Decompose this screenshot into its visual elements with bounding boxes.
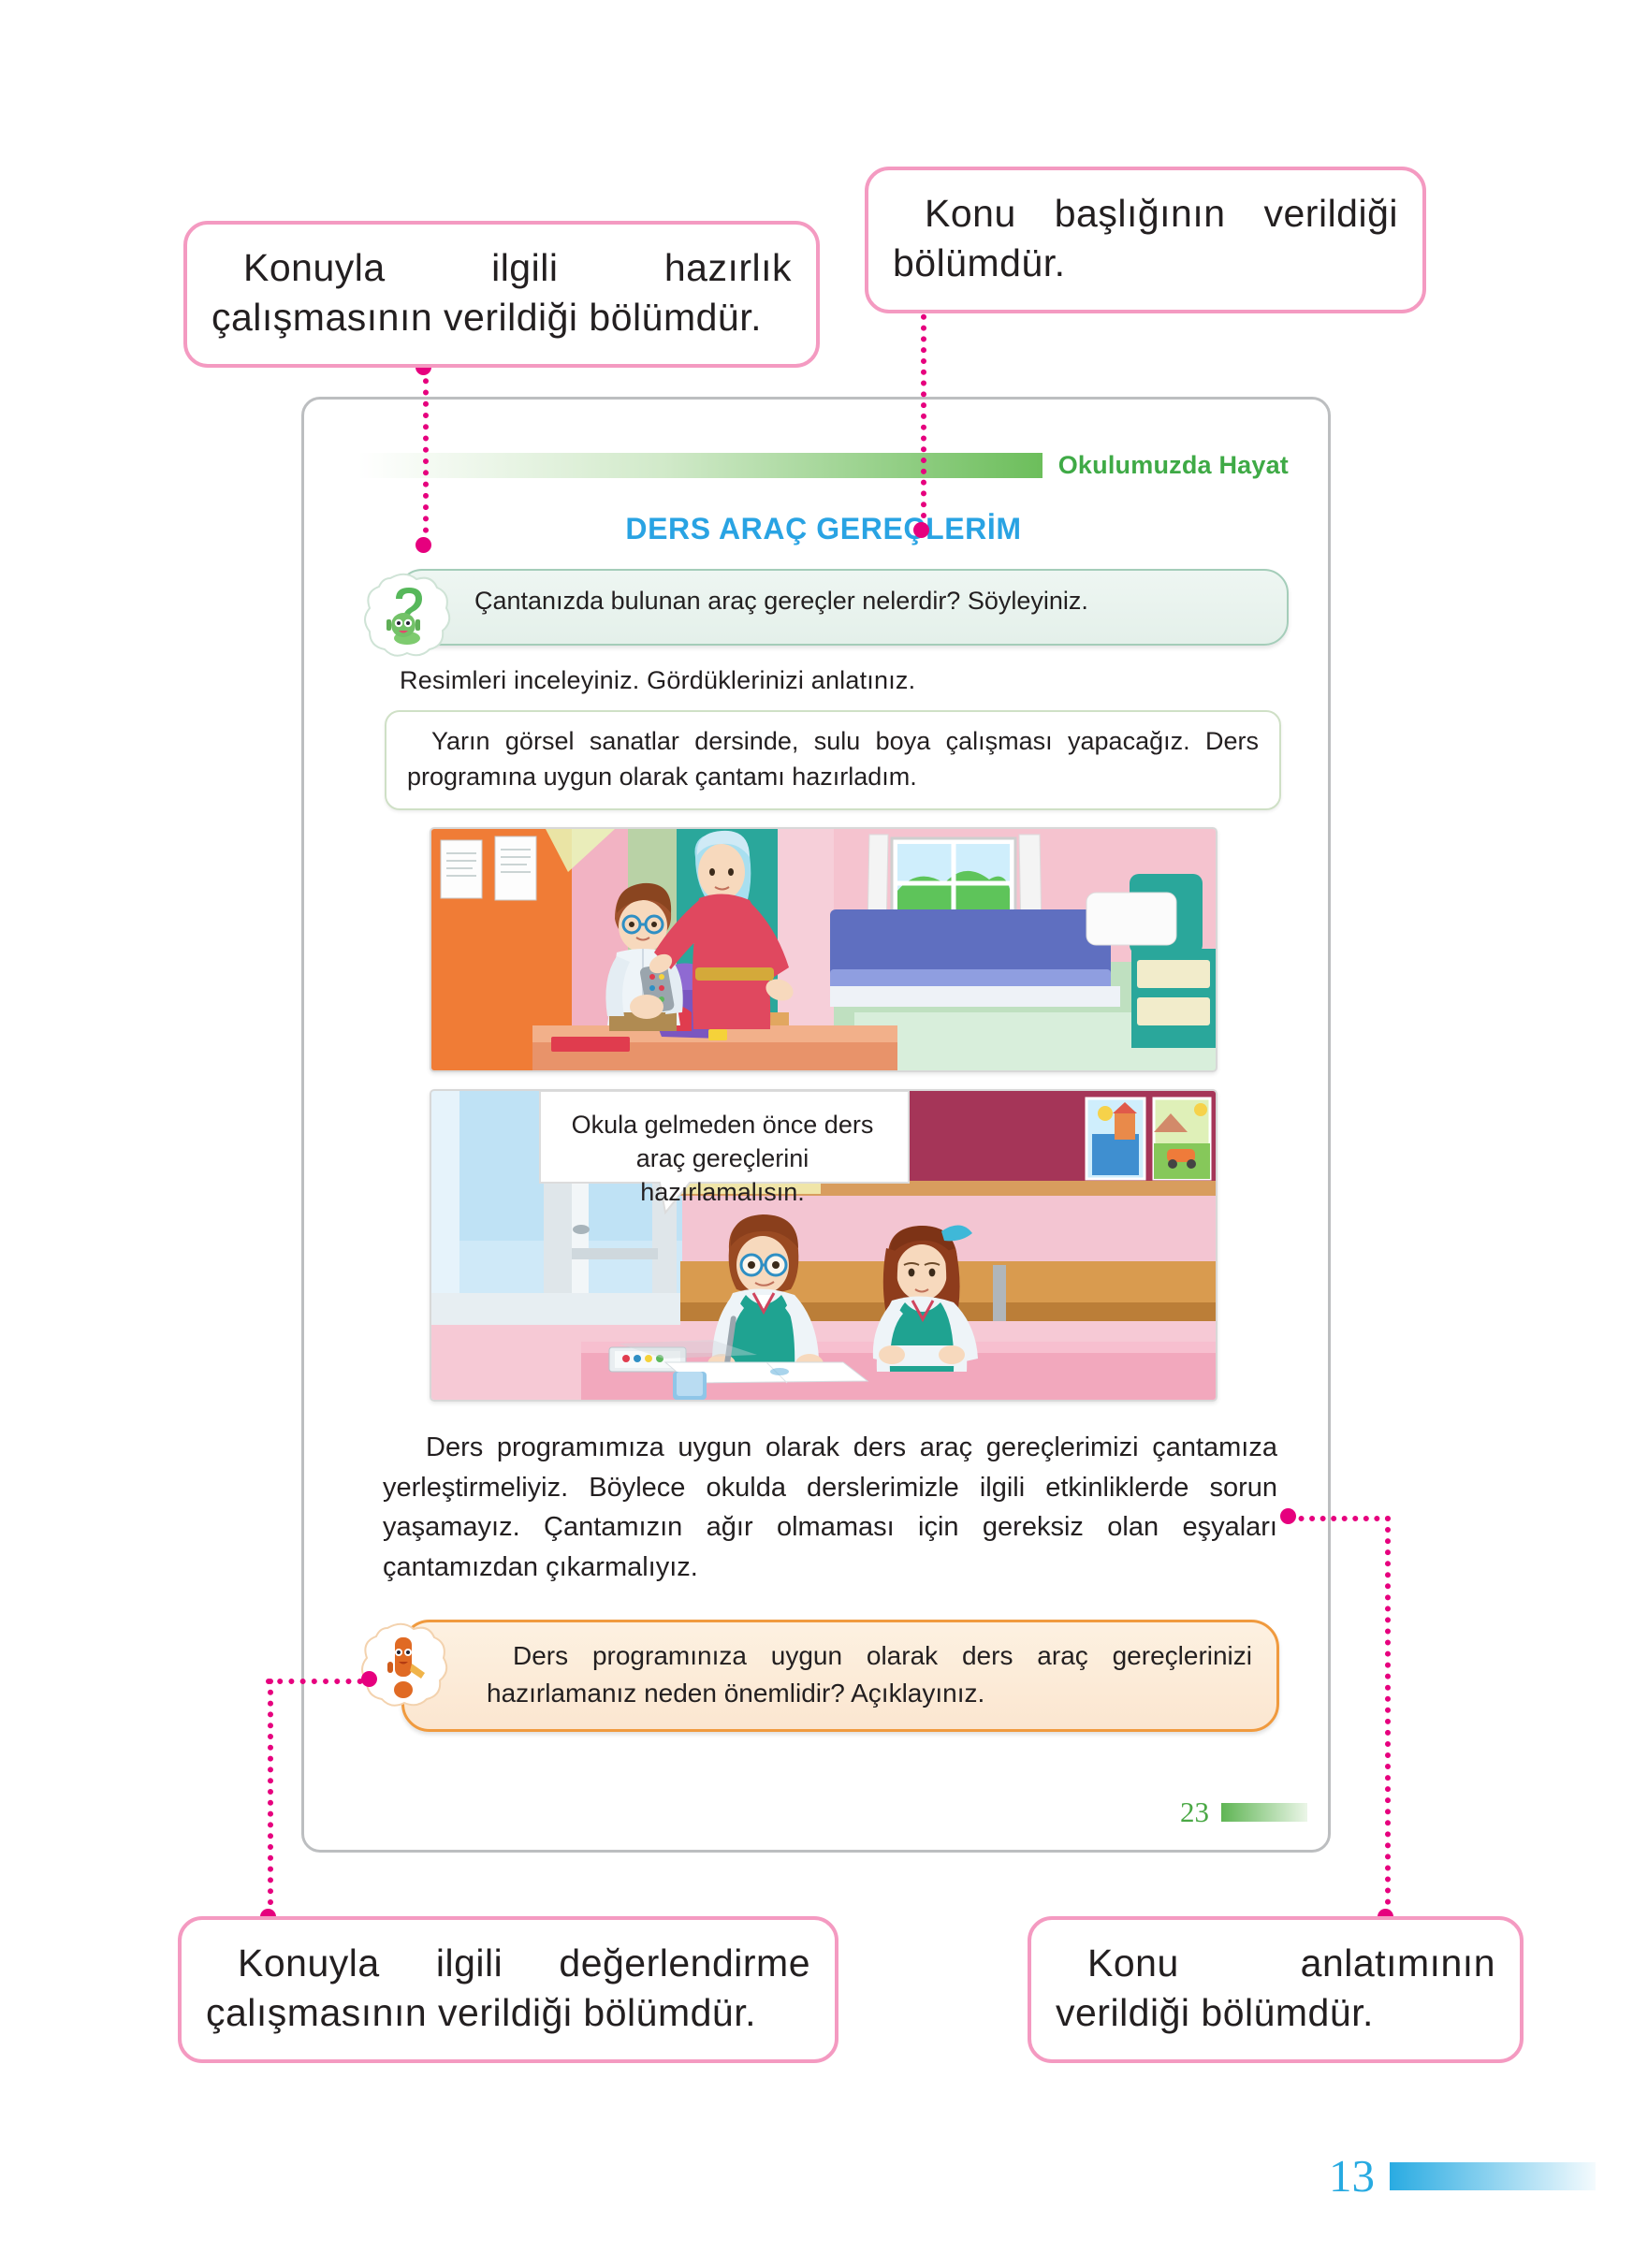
orange-exclamation-mark-mascot-icon	[361, 1622, 448, 1707]
dialog-box-text: Yarın görsel sanatlar dersinde, sulu boy…	[407, 727, 1259, 791]
annotation-top-right-text: Konu başlığının verildiği bölümdür.	[893, 192, 1398, 285]
leader-line-top-right	[921, 303, 926, 530]
illustration-bedroom	[430, 826, 1217, 1072]
leader-dot-bottom-left-end	[361, 1671, 377, 1687]
leader-line-bottom-left-h	[266, 1679, 374, 1684]
leader-line-bottom-right-v	[1385, 1516, 1391, 1916]
annotation-bottom-left: Konuyla ilgili değerlendirme çalışmasını…	[178, 1916, 838, 2063]
page-content: Okulumuzda Hayat DERS ARAÇ GEREÇLERİM Ç	[358, 444, 1289, 1732]
page-folio-bar	[1221, 1803, 1307, 1822]
lesson-title: DERS ARAÇ GEREÇLERİM	[625, 512, 1022, 545]
green-question-mark-mascot-icon	[364, 573, 451, 657]
page-folio-number: 23	[1180, 1796, 1209, 1828]
unit-gradient-bar	[358, 452, 1042, 478]
leader-line-top-left	[423, 367, 429, 545]
annotation-top-left-text: Konuyla ilgili hazırlık çalışmasının ver…	[211, 246, 792, 340]
leader-dot-bottom-right-end	[1280, 1508, 1296, 1524]
annotation-top-right: Konu başlığının verildiği bölümdür.	[865, 167, 1426, 313]
master-folio-bar	[1390, 2161, 1596, 2190]
preparation-question-text: Çantanızda bulunan araç gereçler nelerdi…	[474, 587, 1088, 615]
annotation-bottom-right: Konu anlatımının verildiği bölümdür.	[1028, 1916, 1524, 2063]
leader-dot-top-left-end	[416, 537, 431, 553]
unit-name: Okulumuzda Hayat	[1057, 450, 1289, 479]
leader-dot-top-right-end	[913, 522, 929, 538]
dialog-box: Yarın görsel sanatlar dersinde, sulu boy…	[385, 710, 1281, 810]
evaluation-question-box: Ders programınıza uygun olarak ders araç…	[361, 1620, 1279, 1732]
master-folio-number: 13	[1329, 2150, 1375, 2202]
preparation-question-box: Çantanızda bulunan araç gereçler nelerdi…	[364, 569, 1289, 657]
annotation-bottom-left-text: Konuyla ilgili değerlendirme çalışmasını…	[206, 1941, 810, 2035]
leader-line-bottom-left-v	[268, 1679, 273, 1916]
speech-bubble-line: Okula gelmeden önce ders araç gereçlerin…	[571, 1110, 874, 1206]
annotation-top-left: Konuyla ilgili hazırlık çalışmasının ver…	[183, 221, 820, 368]
body-paragraph: Ders programımıza uygun olarak ders araç…	[383, 1428, 1277, 1589]
textbook-page-card: Okulumuzda Hayat DERS ARAÇ GEREÇLERİM Ç	[301, 397, 1331, 1853]
speech-bubble-text: Okula gelmeden önce ders araç gereçlerin…	[544, 1100, 901, 1217]
annotation-bottom-right-text: Konu anlatımının verildiği bölümdür.	[1056, 1941, 1495, 2035]
evaluation-question-line: Ders programınıza uygun olarak ders araç…	[487, 1641, 1252, 1708]
unit-header: Okulumuzda Hayat	[358, 444, 1289, 486]
body-paragraph-text: Ders programımıza uygun olarak ders araç…	[383, 1432, 1277, 1583]
page-folio: 23	[1180, 1796, 1307, 1829]
master-folio: 13	[1329, 2149, 1596, 2203]
speech-bubble	[539, 1090, 910, 1214]
illustration-classroom: Okula gelmeden önce ders araç gereçlerin…	[430, 1088, 1217, 1402]
instruction-text: Resimleri inceleyiniz. Gördüklerinizi an…	[400, 666, 916, 694]
evaluation-question-text: Ders programınıza uygun olarak ders araç…	[487, 1637, 1252, 1712]
leader-line-bottom-right-h	[1288, 1516, 1391, 1521]
